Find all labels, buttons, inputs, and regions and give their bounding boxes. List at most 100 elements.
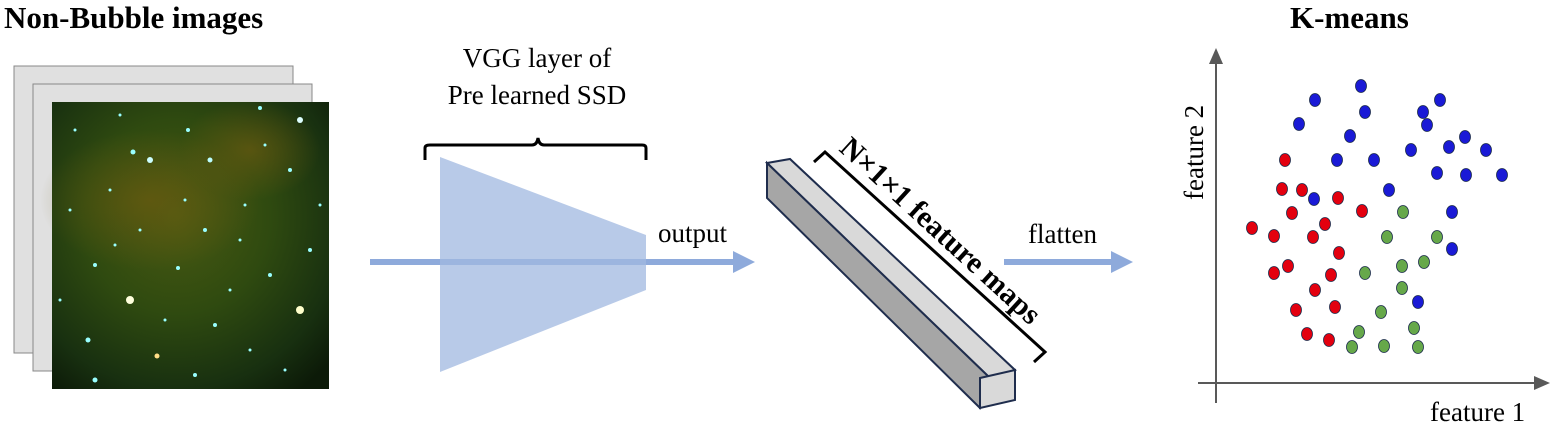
scatter-point-blue xyxy=(1443,140,1455,154)
scatter-point-red xyxy=(1356,204,1368,218)
star xyxy=(113,243,117,247)
scatter-point-red xyxy=(1309,283,1321,297)
y-axis-label: feature 2 xyxy=(1179,105,1209,200)
scatter-point-red xyxy=(1301,327,1313,341)
scatter-point-red xyxy=(1329,300,1341,314)
image-stack xyxy=(13,65,329,389)
scatter-point-blue xyxy=(1434,93,1446,107)
y-axis-arrow xyxy=(1209,48,1223,64)
scatter-point-green xyxy=(1375,305,1387,319)
scatter-point-blue xyxy=(1383,183,1395,197)
star xyxy=(297,117,303,123)
scatter-point-blue xyxy=(1405,143,1417,157)
star xyxy=(68,208,72,212)
scatter-point-blue xyxy=(1309,93,1321,107)
x-axis-arrow xyxy=(1534,376,1550,390)
star xyxy=(283,368,287,372)
scatter-point-green xyxy=(1396,281,1408,295)
vgg-brace xyxy=(423,137,648,160)
scatter-point-red xyxy=(1319,217,1331,231)
flatten-label: flatten xyxy=(1028,219,1097,249)
star xyxy=(268,273,272,277)
scatter-point-blue xyxy=(1496,168,1508,182)
scatter-point-red xyxy=(1279,153,1291,167)
scatter-point-green xyxy=(1397,205,1409,219)
scatter-point-red xyxy=(1323,333,1335,347)
scatter-point-blue xyxy=(1368,153,1380,167)
scatter-plot: feature 1 feature 2 xyxy=(1179,48,1550,426)
scatter-point-blue xyxy=(1412,295,1424,309)
scatter-point-blue xyxy=(1355,79,1367,93)
scatter-point-blue xyxy=(1446,242,1458,256)
feature-map-bar xyxy=(764,157,1017,410)
star xyxy=(263,143,267,147)
star xyxy=(296,306,304,314)
star xyxy=(308,248,312,252)
scatter-point-red xyxy=(1286,206,1298,220)
scatter-point-green xyxy=(1408,321,1420,335)
scatter-point-blue xyxy=(1480,143,1492,157)
scatter-point-blue xyxy=(1460,168,1472,182)
scatter-point-green xyxy=(1381,230,1393,244)
vgg-label-line2: Pre learned SSD xyxy=(448,80,626,110)
scatter-point-blue xyxy=(1431,166,1443,180)
scatter-point-red xyxy=(1282,259,1294,273)
scatter-point-blue xyxy=(1308,192,1320,206)
scatter-point-red xyxy=(1268,229,1280,243)
scatter-point-green xyxy=(1431,230,1443,244)
x-axis-label: feature 1 xyxy=(1430,397,1525,426)
star xyxy=(126,296,134,304)
star xyxy=(186,128,190,132)
star xyxy=(163,318,167,322)
star xyxy=(176,266,180,270)
star xyxy=(258,106,262,110)
star xyxy=(108,188,112,192)
star xyxy=(73,128,77,132)
scatter-point-blue xyxy=(1459,130,1471,144)
output-label: output xyxy=(658,218,728,248)
scatter-point-red xyxy=(1296,183,1308,197)
star xyxy=(138,228,142,232)
star xyxy=(213,323,217,327)
star xyxy=(183,198,187,202)
scatter-point-blue xyxy=(1421,118,1433,132)
left-title: Non-Bubble images xyxy=(4,0,263,35)
star xyxy=(85,337,91,343)
scatter-point-green xyxy=(1396,259,1408,273)
scatter-points xyxy=(1246,79,1508,354)
star xyxy=(154,353,160,359)
vgg-label-line1: VGG layer of xyxy=(463,43,611,73)
scatter-point-blue xyxy=(1417,105,1429,119)
star xyxy=(248,348,252,352)
scatter-point-green xyxy=(1412,340,1424,354)
star xyxy=(130,149,136,155)
star xyxy=(92,377,98,383)
scatter-point-red xyxy=(1325,268,1337,282)
scatter-point-blue xyxy=(1359,105,1371,119)
star xyxy=(243,203,247,207)
star xyxy=(58,298,62,302)
scatter-point-blue xyxy=(1331,153,1343,167)
star xyxy=(93,263,97,267)
scatter-point-green xyxy=(1378,339,1390,353)
star xyxy=(118,113,122,117)
star xyxy=(147,157,153,163)
star xyxy=(288,168,292,172)
star xyxy=(203,228,207,232)
bar-end-face xyxy=(979,368,1016,410)
scatter-point-red xyxy=(1246,221,1258,235)
scatter-point-red xyxy=(1276,182,1288,196)
scatter-point-green xyxy=(1346,340,1358,354)
scatter-point-red xyxy=(1268,266,1280,280)
scatter-point-red xyxy=(1290,303,1302,317)
scatter-point-green xyxy=(1418,255,1430,269)
star xyxy=(318,203,322,207)
star xyxy=(207,157,213,163)
scatter-point-blue xyxy=(1344,129,1356,143)
input-arrow-head xyxy=(733,251,755,273)
star-field-image xyxy=(40,100,329,389)
star xyxy=(228,288,232,292)
star xyxy=(193,373,197,377)
scatter-point-green xyxy=(1359,266,1371,280)
